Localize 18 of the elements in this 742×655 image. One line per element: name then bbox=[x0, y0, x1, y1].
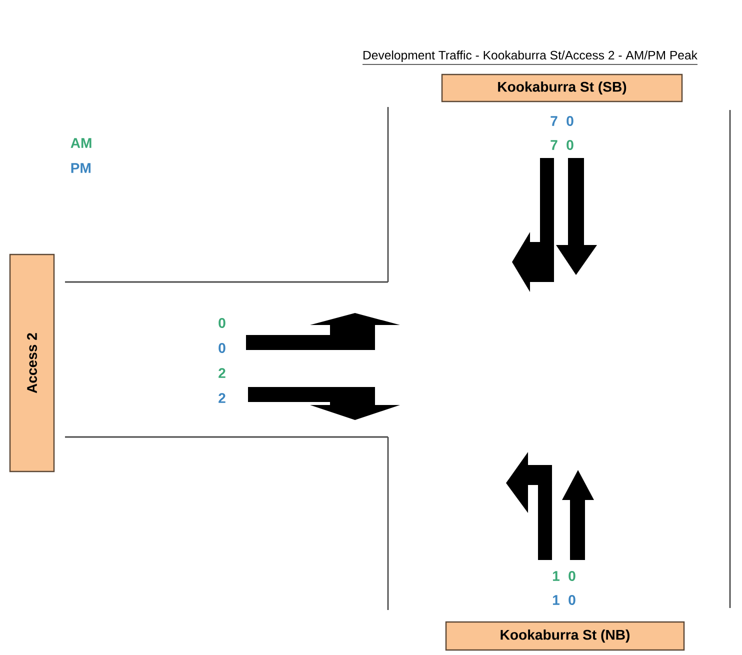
legend-entry: AM bbox=[70, 138, 92, 148]
title: Development Traffic - Kookaburra St/Access 2 - AM/PM Peak bbox=[362, 50, 698, 65]
volume-number: 7 bbox=[550, 140, 558, 150]
road-name-box: Kookaburra St (SB) bbox=[441, 74, 683, 102]
road-name-box: Access 2 bbox=[9, 254, 55, 472]
volume-number: 0 bbox=[568, 595, 576, 605]
volume-number: 0 bbox=[218, 343, 226, 353]
volume-number: 1 bbox=[552, 571, 560, 581]
volume-number: 0 bbox=[568, 571, 576, 581]
volume-number: 0 bbox=[566, 140, 574, 150]
legend-entry: PM bbox=[71, 163, 90, 173]
volume-number: 2 bbox=[218, 368, 226, 378]
volume-number: 0 bbox=[218, 318, 226, 328]
volume-number: 0 bbox=[566, 116, 574, 126]
volume-number: 1 bbox=[552, 595, 560, 605]
volume-number: 2 bbox=[218, 393, 226, 403]
road-name-box: Kookaburra St (NB) bbox=[445, 621, 685, 651]
volume-number: 7 bbox=[550, 116, 558, 126]
